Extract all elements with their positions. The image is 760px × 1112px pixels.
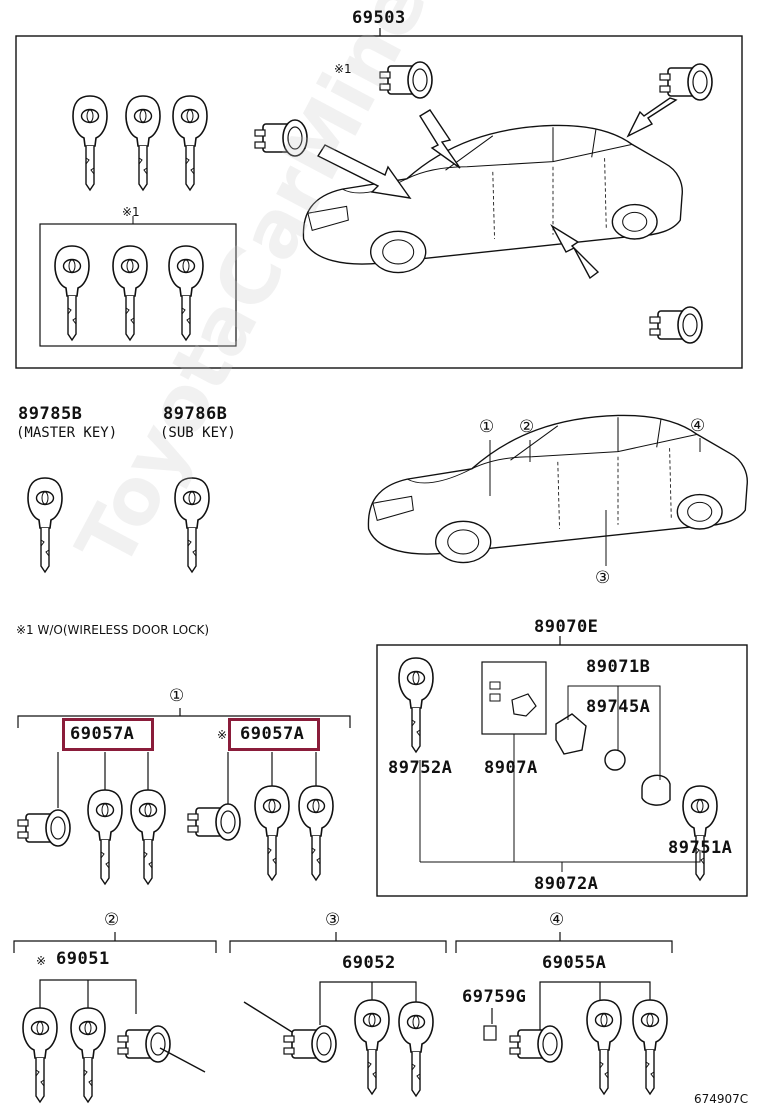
group1-key-b1 xyxy=(254,785,290,881)
group1-set-b-mark: ※ xyxy=(217,728,228,742)
master-key-illustration xyxy=(27,477,63,573)
sub-assy-part-no: 89072A xyxy=(534,874,599,894)
top-note-mark: ※1 xyxy=(334,62,352,76)
group2-part-no: 69051 xyxy=(56,949,110,969)
group1-key-a2 xyxy=(130,789,166,885)
sub-key-label: (SUB KEY) xyxy=(160,425,236,441)
top-panel xyxy=(15,28,743,369)
group1-circle: ① xyxy=(169,686,185,706)
group3-bracket xyxy=(229,932,447,1025)
inset-box xyxy=(39,223,237,347)
location-marker-2: ② xyxy=(519,417,535,437)
inset-note-mark: ※1 xyxy=(122,205,140,219)
location-marker-3: ③ xyxy=(595,568,611,588)
group2-mark: ※ xyxy=(36,954,47,968)
top-cyl-rear xyxy=(649,306,703,344)
group3-part-no: 69052 xyxy=(342,953,396,973)
group4-circle: ④ xyxy=(549,910,565,930)
group3-cylinder xyxy=(283,1025,337,1063)
top-car xyxy=(302,124,683,274)
inset-key-2 xyxy=(112,245,148,341)
sub-key-illustration xyxy=(174,477,210,573)
group2-key-1 xyxy=(22,1007,58,1103)
top-cyl-door xyxy=(379,61,433,99)
group4-clip-part-no: 69759G xyxy=(462,987,527,1007)
group2-key-2 xyxy=(70,1007,106,1103)
group1-key-a1 xyxy=(87,789,123,885)
top-arrows xyxy=(316,97,678,280)
location-leaders xyxy=(489,438,701,566)
group4-part-no: 69055A xyxy=(542,953,607,973)
group4-cylinder xyxy=(509,1025,563,1063)
inset-key-1 xyxy=(54,245,90,341)
group4-key-2 xyxy=(632,999,668,1095)
group1-cylinder-a xyxy=(17,809,71,847)
location-car xyxy=(367,414,748,564)
transmitter-panel xyxy=(376,636,748,897)
group1-set-b-part-no: 69057A xyxy=(240,724,305,744)
inset-key-3 xyxy=(168,245,204,341)
highlight-set-a xyxy=(62,718,154,751)
group1-key-b2 xyxy=(298,785,334,881)
top-key-3 xyxy=(172,95,208,191)
group1-bracket xyxy=(17,708,351,808)
top-key-2 xyxy=(125,95,161,191)
location-marker-4: ④ xyxy=(690,416,706,436)
group1-set-a-part-no: 69057A xyxy=(70,724,135,744)
board-part-no: 8907A xyxy=(484,758,538,778)
housing-part-no: 89751A xyxy=(668,838,733,858)
battery-part-no: 89745A xyxy=(586,697,651,717)
group3-key-1 xyxy=(354,999,390,1095)
top-cyl-trunk xyxy=(659,63,713,101)
highlight-set-b xyxy=(228,718,320,751)
group3-key-2 xyxy=(398,1001,434,1097)
footnote: ※1 W/O(WIRELESS DOOR LOCK) xyxy=(16,623,210,637)
group2-circle: ② xyxy=(104,910,120,930)
group4-key-1 xyxy=(586,999,622,1095)
transmitter-assy-part-no: 89070E xyxy=(534,617,599,637)
group1-cylinder-b xyxy=(187,803,241,841)
top-cyl-ignition xyxy=(254,119,308,157)
top-group-part-no: 69503 xyxy=(352,8,406,28)
drawing-code: 674907C xyxy=(694,1092,749,1106)
location-marker-1: ① xyxy=(479,417,495,437)
top-key-1 xyxy=(72,95,108,191)
master-key-label: (MASTER KEY) xyxy=(16,425,118,441)
key-blade-part-no: 89752A xyxy=(388,758,453,778)
group4-clip xyxy=(483,1025,497,1041)
group2-bracket xyxy=(13,932,217,1014)
master-key-part-no: 89785B xyxy=(18,404,83,424)
group2-cylinder xyxy=(117,1025,171,1063)
battery-cover-part-no: 89071B xyxy=(586,657,651,677)
group3-circle: ③ xyxy=(325,910,341,930)
sub-key-part-no: 89786B xyxy=(163,404,228,424)
